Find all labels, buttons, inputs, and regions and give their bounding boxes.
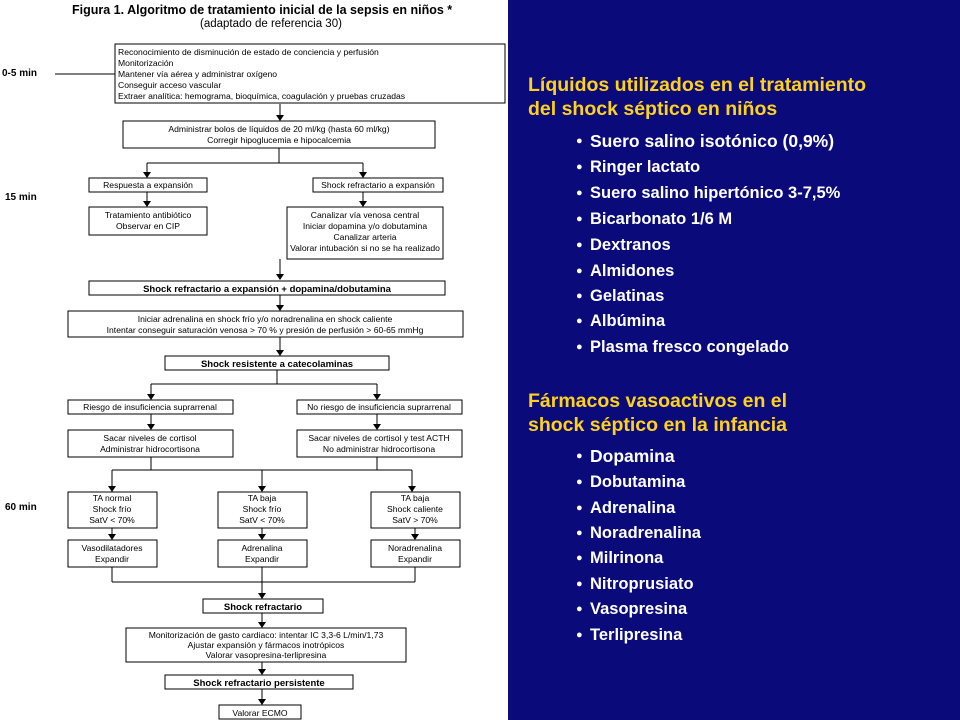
box-text: Shock refractario a expansión + dopamina… [143, 284, 392, 295]
drug-item: ●Adrenalina [576, 499, 676, 517]
box-text: No administrar hidrocortisona [323, 444, 435, 454]
box-text: Shock resistente a catecolaminas [201, 359, 353, 370]
box-text: SatV < 70% [239, 515, 285, 525]
fluids-title-line1: Líquidos utilizados en el tratamiento [528, 74, 867, 96]
fluids-title-line2: del shock séptico en niños [528, 98, 778, 120]
box-text: TA baja [248, 493, 277, 503]
box-text: Canalizar vía venosa central [311, 210, 420, 220]
box-low-bp-cold [217, 491, 308, 529]
drug-item: ●Milrinona [576, 549, 664, 567]
fluid-item: ●Gelatinas [576, 287, 665, 305]
box-text: Sacar niveles de cortisol [103, 433, 196, 443]
time-label-60: 60 min [5, 502, 37, 513]
fluid-item: ●Suero salino isotónico (0,9%) [576, 131, 835, 151]
box-text: Expandir [95, 554, 129, 564]
box-text: Shock refractario [224, 602, 302, 613]
box-response [88, 177, 208, 193]
box-refractory-dopamine [88, 280, 446, 296]
box-persistent-refractory [164, 674, 354, 690]
box-text: Reconocimiento de disminución de estado … [118, 47, 379, 57]
figure-title: Figura 1. Algoritmo de tratamiento inici… [72, 3, 452, 17]
drugs-title: Fármacos vasoactivos en el shock séptico… [528, 389, 787, 437]
box-text: No riesgo de insuficiencia suprarrenal [307, 402, 451, 412]
box-text: Sacar niveles de cortisol y test ACTH [308, 433, 449, 443]
box-antibiotic [88, 206, 208, 236]
box-text: Iniciar adrenalina en shock frío y/o nor… [138, 314, 393, 324]
box-cortisol-acth [296, 429, 463, 458]
box-text: Shock refractario a expansión [321, 180, 435, 190]
box-text: Corregir hipoglucemia e hipocalcemia [207, 135, 351, 145]
drugs-title-line1: Fármacos vasoactivos en el [528, 390, 788, 412]
drug-item: ●Terlipresina [576, 626, 683, 644]
box-central-line [286, 206, 444, 260]
box-ecmo [218, 704, 302, 720]
box-text: Observar en CIP [116, 221, 180, 231]
box-vasodilators [67, 539, 158, 568]
fluid-item: ●Ringer lactato [576, 158, 701, 176]
time-label-0-5: 0-5 min [2, 68, 37, 79]
box-text: Shock refractario persistente [193, 678, 324, 689]
box-text: Valorar vasopresina-terlipresina [206, 650, 327, 660]
box-text: Adrenalina [241, 543, 282, 553]
fluid-item: ●Bicarbonato 1/6 M [576, 210, 733, 228]
box-text: Expandir [245, 554, 279, 564]
fluid-item: ●Albúmina [576, 312, 666, 330]
box-text: Riesgo de insuficiencia suprarrenal [83, 402, 217, 412]
box-text: Ajustar expansión y fármacos inotrópicos [188, 640, 345, 650]
box-recognition [114, 43, 506, 104]
box-text: Shock frío [93, 504, 132, 514]
flowchart: Figura 1. Algoritmo de tratamiento inici… [2, 3, 506, 720]
box-no-adrenal-risk [296, 399, 463, 415]
box-fluid-bolus [122, 120, 436, 149]
box-text: Expandir [398, 554, 432, 564]
box-text: Conseguir acceso vascular [118, 80, 221, 90]
box-noradrenaline-expand [370, 539, 461, 568]
box-text: Valorar intubación si no se ha realizado [290, 243, 440, 253]
box-text: Canalizar arteria [333, 232, 396, 242]
box-text: Tratamiento antibiótico [105, 210, 192, 220]
box-text: SatV < 70% [89, 515, 135, 525]
box-cortisol-hydrocortisone [67, 429, 234, 458]
fluids-title: Líquidos utilizados en el tratamiento de… [528, 73, 866, 121]
box-text: Shock caliente [387, 504, 443, 514]
drugs-title-line2: shock séptico en la infancia [528, 414, 788, 436]
time-label-15: 15 min [5, 192, 37, 203]
box-cardiac-output [125, 627, 407, 663]
box-refractory-expansion [312, 177, 444, 193]
drug-item: ●Dopamina [576, 446, 675, 466]
box-text: Intentar conseguir saturación venosa > 7… [107, 325, 424, 335]
box-adrenaline [67, 310, 464, 338]
box-text: Administrar bolos de líquidos de 20 ml/k… [168, 124, 389, 134]
box-text: Vasodilatadores [82, 543, 143, 553]
drug-item: ●Noradrenalina [576, 524, 701, 542]
fluid-item: ●Almidones [576, 262, 675, 280]
figure-subtitle: (adaptado de referencia 30) [200, 18, 342, 30]
box-text: Monitorización [118, 58, 174, 68]
fluid-item: ●Suero salino hipertónico 3-7,5% [576, 184, 841, 202]
box-text: Noradrenalina [388, 543, 442, 553]
fluid-item: ●Plasma fresco congelado [576, 338, 789, 356]
box-normal-bp-cold [67, 491, 158, 529]
box-text: Respuesta a expansión [103, 180, 193, 190]
drug-item: ●Vasopresina [576, 600, 688, 618]
box-text: Monitorización de gasto cardiaco: intent… [149, 630, 384, 640]
drug-item: ●Nitroprusiato [576, 575, 694, 593]
box-text: Valorar ECMO [232, 708, 288, 718]
fluid-item: ●Dextranos [576, 236, 671, 254]
drug-item: ●Dobutamina [576, 473, 686, 491]
box-text: Iniciar dopamina y/o dobutamina [303, 221, 427, 231]
box-text: Administrar hidrocortisona [100, 444, 200, 454]
box-text: TA baja [401, 493, 430, 503]
box-text: Mantener vía aérea y administrar oxígeno [118, 69, 277, 79]
box-text: SatV > 70% [392, 515, 438, 525]
box-text: Shock frío [243, 504, 282, 514]
box-text: TA normal [93, 493, 132, 503]
sepsis-algorithm-figure: Figura 1. Algoritmo de tratamiento inici… [0, 0, 508, 720]
box-adrenaline-expand [217, 539, 308, 568]
box-text: Extraer analítica: hemograma, bioquímica… [118, 91, 405, 101]
info-panel: Líquidos utilizados en el tratamiento de… [508, 0, 960, 720]
box-refractory-shock [202, 598, 324, 614]
